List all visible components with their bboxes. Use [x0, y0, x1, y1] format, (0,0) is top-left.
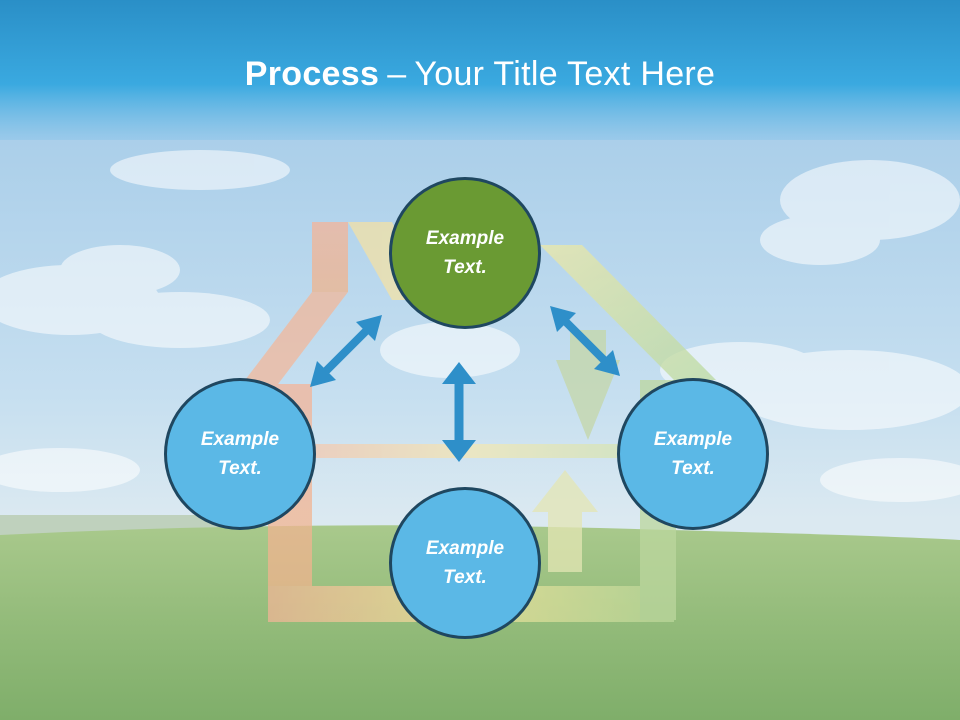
node-label-line1: Example — [653, 429, 733, 450]
node-label-line1: Example — [425, 538, 505, 559]
title-dash: – — [387, 55, 407, 93]
node-label-line2: Text. — [443, 567, 487, 588]
process-node-bottom[interactable]: Example Text. — [389, 487, 541, 639]
process-node-top[interactable]: Example Text. — [389, 177, 541, 329]
node-label-line2: Text. — [218, 458, 262, 479]
node-label-line1: Example — [425, 228, 505, 249]
node-label-line2: Text. — [443, 257, 487, 278]
node-label-line2: Text. — [671, 458, 715, 479]
title-bar — [0, 0, 960, 140]
process-node-right[interactable]: Example Text. — [617, 378, 769, 530]
node-label-line1: Example — [200, 429, 280, 450]
title-bold: Process — [244, 55, 380, 93]
process-node-left[interactable]: Example Text. — [164, 378, 316, 530]
title-text: Your Title Text Here — [414, 55, 716, 93]
page-title: Process–Your Title Text Here — [0, 52, 960, 96]
